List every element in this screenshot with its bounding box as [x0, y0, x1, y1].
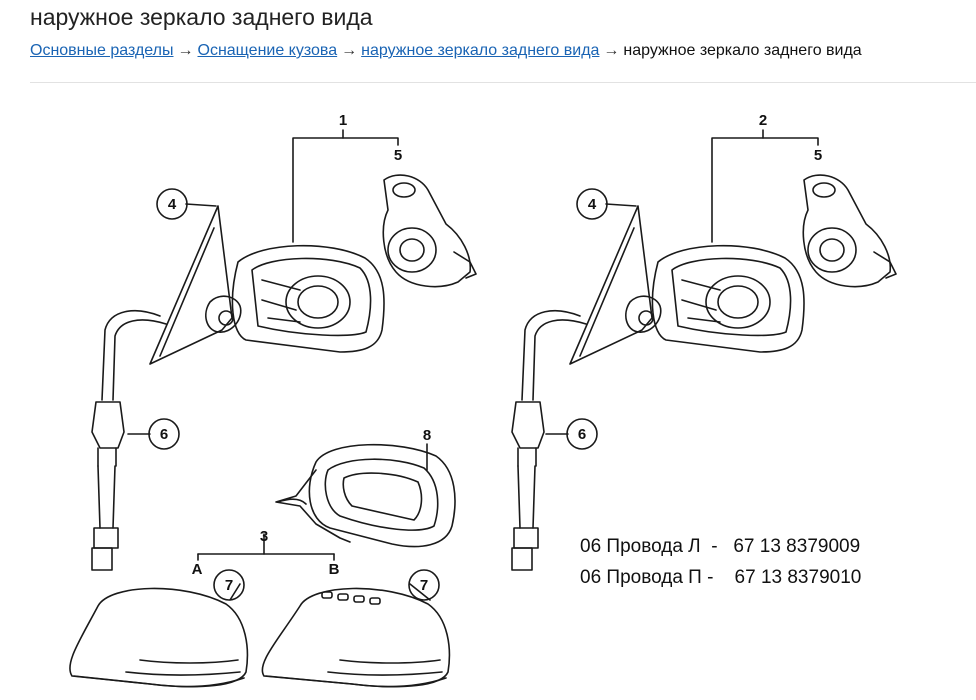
mirror-cover-b: [261, 587, 451, 688]
callout-6-left: 6: [160, 426, 168, 443]
breadcrumb-link-outside-mirror[interactable]: наружное зеркало заднего вида: [361, 42, 600, 59]
mirror-assembly-left: [91, 174, 477, 571]
breadcrumb-separator: →: [603, 42, 620, 59]
callout-7-b: 7: [420, 577, 428, 594]
callout-6-right: 6: [578, 426, 586, 443]
breadcrumb-link-body-equipment[interactable]: Оснащение кузова: [197, 42, 338, 59]
breadcrumb-current: наружное зеркало заднего вида: [623, 42, 862, 59]
callout-1: 1: [339, 112, 347, 129]
callout-4-left: 4: [168, 196, 177, 213]
callout-4-right: 4: [588, 196, 597, 213]
breadcrumb-separator: →: [341, 42, 358, 59]
callout-5-left: 5: [394, 147, 402, 164]
breadcrumb-link-main-sections[interactable]: Основные разделы: [30, 42, 174, 59]
callout-8: 8: [423, 427, 431, 444]
callout-2: 2: [759, 112, 767, 129]
label-b: B: [329, 561, 340, 578]
label-a: A: [192, 561, 203, 578]
breadcrumb: Основные разделы→Оснащение кузова→наружн…: [30, 42, 862, 60]
callout-5-right: 5: [814, 147, 822, 164]
header-divider: [30, 82, 976, 83]
callout-3: 3: [260, 528, 268, 545]
mirror-cover-a: [69, 587, 249, 688]
callout-7-a: 7: [225, 577, 233, 594]
mirror-assembly-right: [511, 174, 897, 571]
mirror-glass-part-8: [275, 443, 456, 548]
page-title: наружное зеркало заднего вида: [30, 4, 373, 30]
breadcrumb-separator: →: [177, 42, 194, 59]
note-wires-left: 06 Провода Л - 67 13 8379009: [580, 536, 860, 557]
note-wires-right: 06 Провода П - 67 13 8379010: [580, 567, 861, 588]
